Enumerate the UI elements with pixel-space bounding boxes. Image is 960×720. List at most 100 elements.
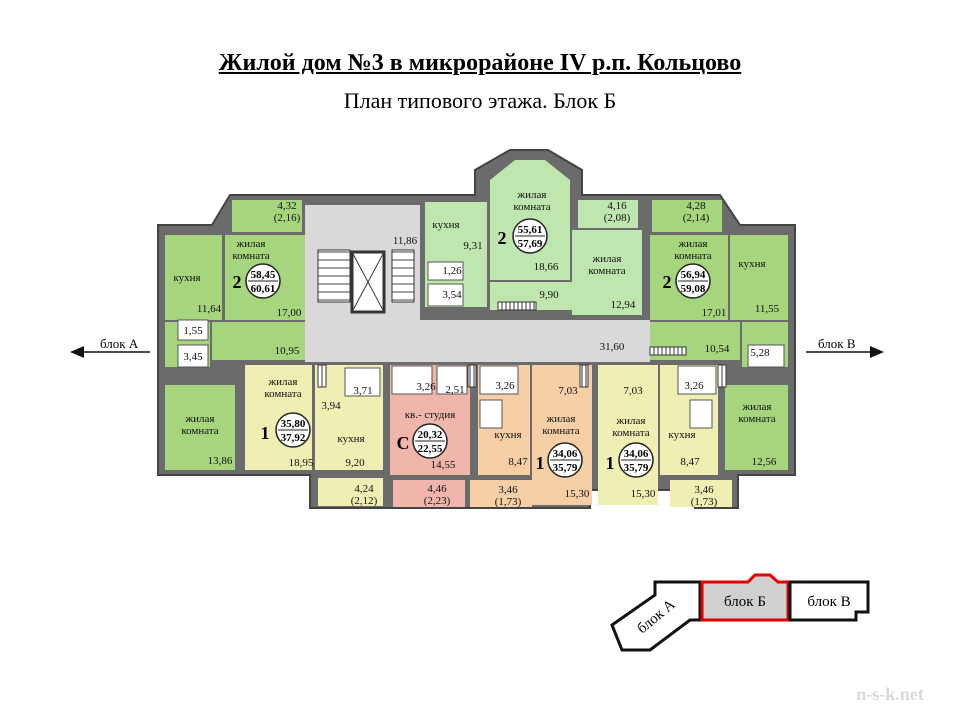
area-value: 11,64 [197,303,222,315]
apartment-1 [165,200,305,470]
room-label: жилая [517,189,547,201]
room-label: комната [181,425,218,437]
svg-text:59,08: 59,08 [681,283,706,295]
room-label: кухня [173,272,200,284]
area-value: 15,30 [631,488,656,500]
svg-text:55,61: 55,61 [518,224,543,236]
room-label: комната [232,250,269,262]
area-value: (2,23) [424,495,451,507]
area-value: (2,08) [604,212,631,224]
svg-text:60,61: 60,61 [251,283,276,295]
area-value: 3,94 [321,400,341,412]
svg-text:1: 1 [261,423,270,443]
area-badge-a7: 1 34,06 35,79 [606,442,654,478]
area-value: 3,54 [442,289,462,301]
area-value: 3,46 [498,484,518,496]
area-value: 12,94 [611,299,636,311]
area-value: (1,73) [495,496,522,508]
area-value: (2,14) [683,212,710,224]
page-subtitle: План типового этажа. Блок Б [343,88,617,113]
svg-text:35,79: 35,79 [624,462,649,474]
apartment-6 [470,365,592,507]
block-a-pointer: блок А [70,336,150,358]
room-label: комната [264,388,301,400]
watermark: n-s-k.net [856,684,924,704]
svg-text:57,69: 57,69 [518,238,543,250]
area-value: 4,28 [686,200,706,212]
svg-text:2: 2 [233,272,242,292]
area-value: 3,26 [495,380,515,392]
svg-text:2: 2 [663,272,672,292]
room-label: кухня [337,433,364,445]
area-value: 4,24 [354,483,374,495]
room-label: жилая [185,413,215,425]
staircase [317,249,351,303]
room-label: кухня [738,258,765,270]
area-value: 8,47 [680,456,700,468]
svg-text:58,45: 58,45 [251,269,276,281]
area-value: 9,90 [539,289,559,301]
svg-text:1: 1 [606,453,615,473]
area-value: 9,20 [345,457,365,469]
area-value: 9,31 [463,240,482,252]
area-value: 3,26 [684,380,704,392]
area-value: 8,47 [508,456,528,468]
area-value: 3,45 [183,351,203,363]
area-value: 1,55 [183,325,203,337]
block-v-pointer: блок В [806,336,884,358]
area-badge-a5: С 20,32 22,55 [397,423,448,459]
area-value: 18,66 [534,261,559,273]
area-value: (2,16) [274,212,301,224]
room-label: жилая [236,238,266,250]
key-plan-block-a [610,580,702,652]
svg-text:56,94: 56,94 [681,269,706,281]
svg-text:блок Б: блок Б [724,594,766,610]
area-value: 11,55 [755,303,780,315]
room-label: комната [588,265,625,277]
area-value: 3,26 [416,381,436,393]
area-value: (2,12) [351,495,378,507]
area-value: 3,46 [694,484,714,496]
staircase-2 [391,249,415,303]
area-value: 12,56 [752,456,777,468]
area-value: 17,01 [702,307,727,319]
area-value: 4,46 [427,483,447,495]
area-value: 18,95 [289,457,314,469]
apartment-7 [598,365,732,507]
apartment-4 [245,365,383,506]
svg-text:34,06: 34,06 [624,448,649,460]
key-plan: блок А блок Б блок В [610,573,870,652]
room-label: комната [738,413,775,425]
area-value: 7,03 [623,385,643,397]
room-label: комната [674,250,711,262]
area-value: 3,71 [353,385,372,397]
room-label: жилая [742,401,772,413]
svg-text:блок В: блок В [818,336,856,351]
area-value: 2,51 [445,384,464,396]
room-label: комната [542,425,579,437]
room-label: кухня [668,429,695,441]
area-value: 7,03 [558,385,578,397]
area-badge-a1: 2 58,45 60,61 [233,263,281,299]
svg-text:С: С [397,433,410,453]
room-label: кв.- студия [405,409,456,421]
key-plan-block-v [788,580,870,622]
svg-text:блок А: блок А [100,336,139,351]
svg-text:22,55: 22,55 [418,443,443,455]
area-badge-a3: 2 56,94 59,08 [663,263,711,299]
area-value: 17,00 [277,307,302,319]
room-label: комната [612,427,649,439]
svg-text:1: 1 [536,453,545,473]
svg-text:блок В: блок В [807,594,850,610]
area-value: 4,32 [277,200,296,212]
room-label: жилая [592,253,622,265]
key-plan-block-b [700,573,790,622]
room-label: жилая [678,238,708,250]
area-badge-a4: 1 35,80 37,92 [261,412,311,448]
svg-text:20,32: 20,32 [418,429,443,441]
corridor [305,320,650,362]
room-label: комната [513,201,550,213]
area-value: (1,73) [691,496,718,508]
area-value: 15,30 [565,488,590,500]
